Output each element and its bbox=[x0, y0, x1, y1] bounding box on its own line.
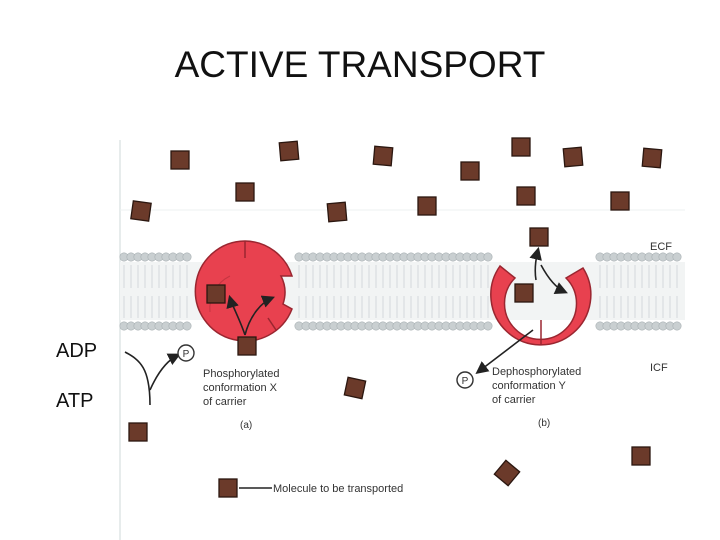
carrier-b-line2: conformation Y bbox=[492, 380, 566, 392]
molecule bbox=[460, 161, 480, 181]
lipid-tails bbox=[123, 265, 678, 318]
carrier-a-line1: Phosphorylated bbox=[203, 368, 279, 380]
carrier-a-line2: conformation X bbox=[203, 382, 278, 394]
molecule bbox=[278, 140, 300, 162]
molecule bbox=[343, 376, 367, 400]
phospholipid-heads bbox=[119, 252, 682, 331]
slide-title: ACTIVE TRANSPORT bbox=[174, 44, 546, 85]
panel-a-label: (a) bbox=[240, 420, 252, 431]
molecule bbox=[130, 200, 152, 222]
svg-text:P: P bbox=[462, 376, 469, 387]
molecule bbox=[235, 182, 255, 202]
molecule bbox=[529, 227, 549, 247]
adp-label: ADP bbox=[56, 340, 98, 362]
svg-text:P: P bbox=[183, 349, 190, 360]
phospholipid-head bbox=[182, 252, 192, 262]
diagram-panel bbox=[119, 140, 685, 540]
molecule bbox=[326, 201, 348, 223]
phosphate-b: P bbox=[456, 371, 474, 389]
phospholipid-head bbox=[483, 321, 493, 331]
phospholipid-head bbox=[483, 252, 493, 262]
molecule bbox=[237, 336, 257, 356]
molecule bbox=[170, 150, 190, 170]
molecule bbox=[631, 446, 651, 466]
molecules bbox=[128, 137, 663, 498]
molecule bbox=[417, 196, 437, 216]
molecule bbox=[128, 422, 148, 442]
molecule bbox=[641, 147, 663, 169]
molecule bbox=[511, 137, 531, 157]
molecule bbox=[516, 186, 536, 206]
icf-label: ICF bbox=[650, 362, 668, 374]
phospholipid-head bbox=[672, 252, 682, 262]
ecf-label: ECF bbox=[650, 241, 672, 253]
legend-label: Molecule to be transported bbox=[273, 483, 403, 495]
molecule bbox=[493, 459, 521, 487]
carrier-b-line1: Dephosphorylated bbox=[492, 366, 581, 378]
molecule bbox=[372, 145, 394, 167]
phospholipid-head bbox=[182, 321, 192, 331]
molecule bbox=[218, 478, 238, 498]
carrier-a-line3: of carrier bbox=[203, 396, 247, 408]
molecule bbox=[514, 283, 534, 303]
carrier-b-line3: of carrier bbox=[492, 394, 536, 406]
legend: Molecule to be transported bbox=[239, 483, 403, 495]
panel-b-label: (b) bbox=[538, 418, 550, 429]
molecule bbox=[610, 191, 630, 211]
phosphate-a: P bbox=[177, 344, 195, 362]
molecule bbox=[562, 146, 584, 168]
phospholipid-head bbox=[672, 321, 682, 331]
molecule bbox=[206, 284, 226, 304]
carrier-protein-a bbox=[194, 240, 294, 342]
carrier-protein-b bbox=[490, 264, 592, 346]
transport-arrows bbox=[124, 246, 568, 406]
atp-label: ATP bbox=[56, 390, 94, 412]
